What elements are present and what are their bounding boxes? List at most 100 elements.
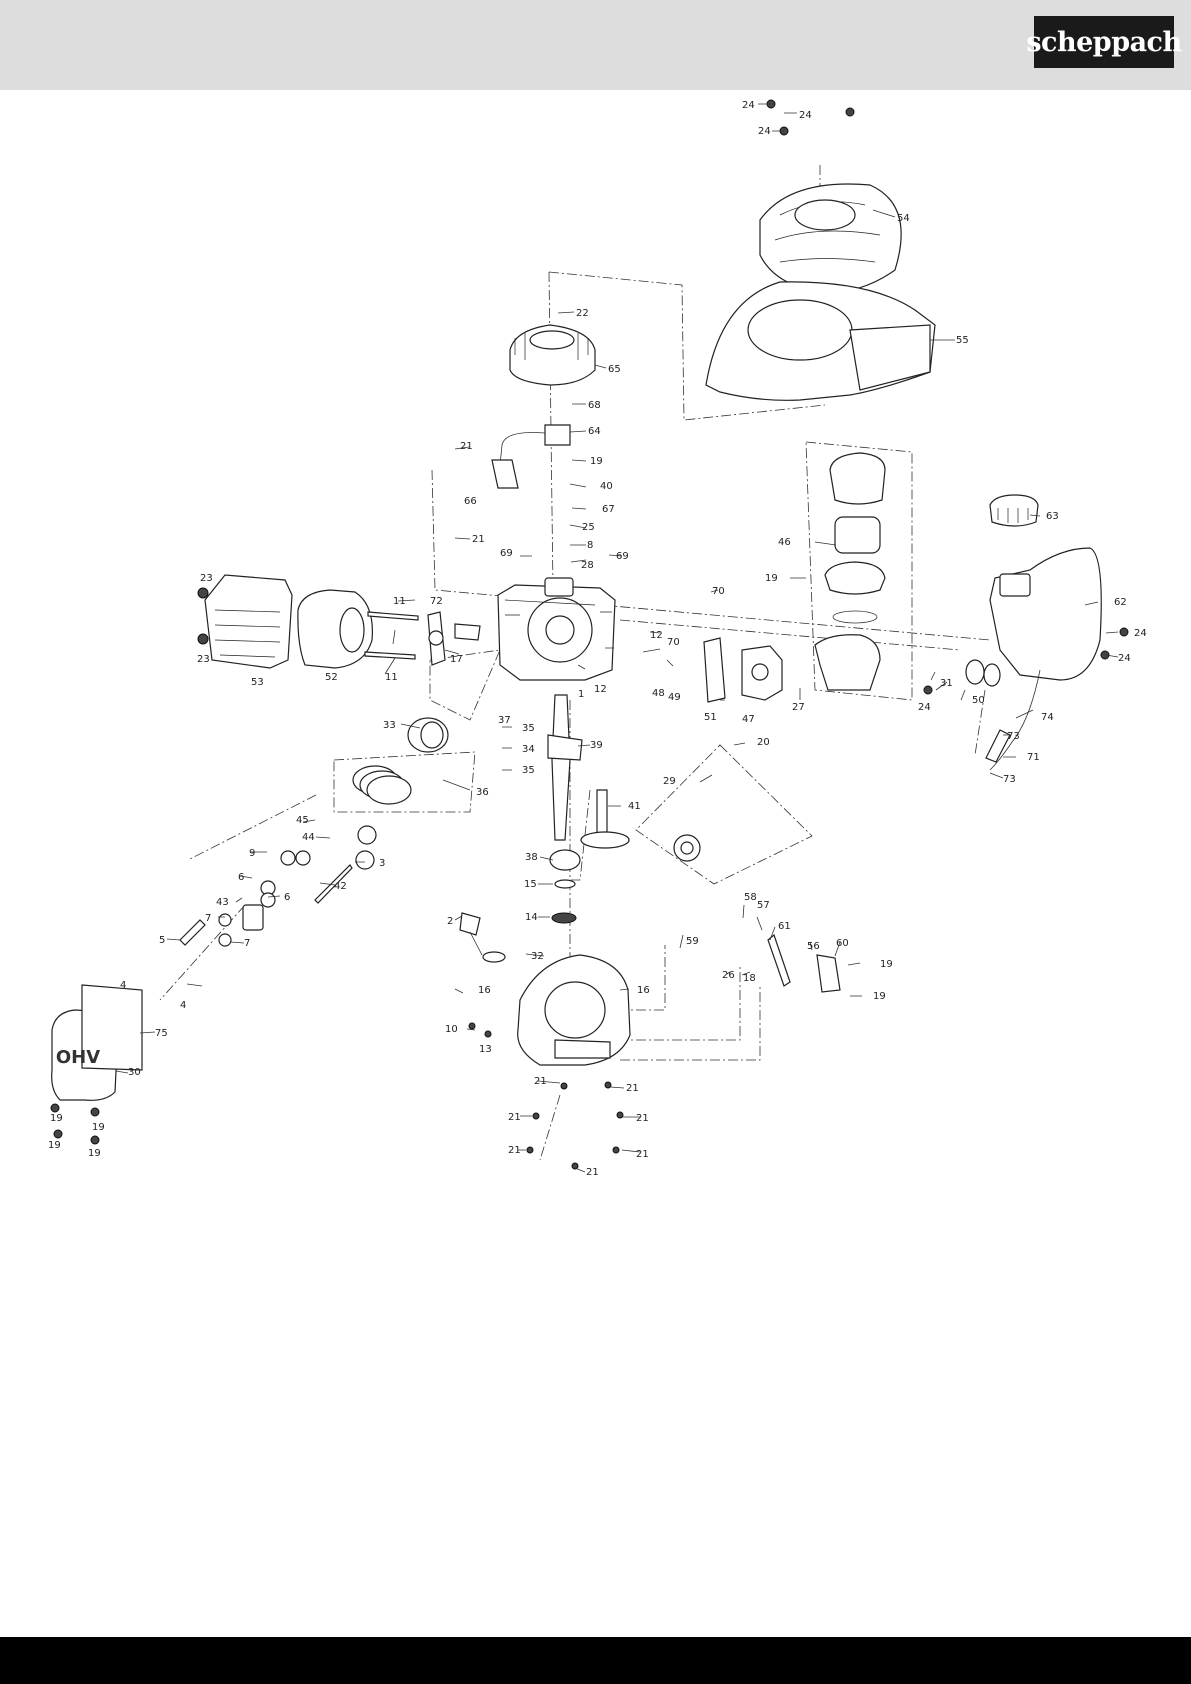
leader-lines bbox=[115, 103, 1119, 1173]
label-73: 73 bbox=[1003, 774, 1016, 785]
label-26: 26 bbox=[722, 970, 735, 981]
ignition-coil-shape bbox=[544, 424, 571, 446]
label-37: 37 bbox=[498, 715, 511, 726]
label-55: 55 bbox=[956, 335, 969, 346]
label-70: 70 bbox=[712, 586, 725, 597]
label-21: 21 bbox=[508, 1145, 521, 1156]
page-header: scheppach bbox=[0, 0, 1191, 90]
label-50: 50 bbox=[972, 695, 985, 706]
label-59: 59 bbox=[686, 936, 699, 947]
label-65: 65 bbox=[608, 364, 621, 375]
label-19: 19 bbox=[873, 991, 886, 1002]
label-19: 19 bbox=[88, 1148, 101, 1159]
label-70: 70 bbox=[667, 637, 680, 648]
label-75: 75 bbox=[155, 1028, 168, 1039]
label-4: 4 bbox=[120, 980, 126, 991]
label-56: 56 bbox=[807, 941, 820, 952]
label-19: 19 bbox=[48, 1140, 61, 1151]
label-24: 24 bbox=[1118, 653, 1131, 664]
label-2: 2 bbox=[447, 916, 453, 927]
label-19: 19 bbox=[880, 959, 893, 970]
fuel-cap-shape bbox=[989, 494, 1039, 527]
label-61: 61 bbox=[778, 921, 791, 932]
label-22: 22 bbox=[576, 308, 589, 319]
crankshaft-shape bbox=[551, 694, 571, 841]
label-28: 28 bbox=[581, 560, 594, 571]
label-21: 21 bbox=[534, 1076, 547, 1087]
label-16: 16 bbox=[478, 985, 491, 996]
label-6: 6 bbox=[238, 872, 244, 883]
label-42: 42 bbox=[334, 881, 347, 892]
label-62: 62 bbox=[1114, 597, 1127, 608]
part-number-labels: 24 24 24 54 55 22 65 68 64 21 19 40 66 6… bbox=[48, 100, 1147, 1178]
label-47: 47 bbox=[742, 714, 755, 725]
label-21: 21 bbox=[472, 534, 485, 545]
ohv-emblem-text: OHV bbox=[56, 1047, 100, 1068]
fuel-tank-shape bbox=[989, 547, 1102, 681]
label-24: 24 bbox=[742, 100, 755, 111]
label-34: 34 bbox=[522, 744, 535, 755]
page-footer-bar bbox=[0, 1637, 1191, 1684]
label-66: 66 bbox=[464, 496, 477, 507]
label-21: 21 bbox=[460, 441, 473, 452]
label-23: 23 bbox=[200, 573, 213, 584]
label-7: 7 bbox=[205, 913, 211, 924]
small-fasteners bbox=[50, 99, 1129, 1170]
label-21: 21 bbox=[586, 1167, 599, 1178]
label-36: 36 bbox=[476, 787, 489, 798]
label-16: 16 bbox=[637, 985, 650, 996]
label-64: 64 bbox=[588, 426, 601, 437]
label-12: 12 bbox=[594, 684, 607, 695]
label-49: 49 bbox=[668, 692, 681, 703]
label-21: 21 bbox=[636, 1113, 649, 1124]
label-53: 53 bbox=[251, 677, 264, 688]
label-67: 67 bbox=[602, 504, 615, 515]
label-11: 11 bbox=[385, 672, 398, 683]
label-69: 69 bbox=[500, 548, 513, 559]
label-19: 19 bbox=[590, 456, 603, 467]
label-51: 51 bbox=[704, 712, 717, 723]
label-43: 43 bbox=[216, 897, 229, 908]
label-45: 45 bbox=[296, 815, 309, 826]
label-52: 52 bbox=[325, 672, 338, 683]
label-44: 44 bbox=[302, 832, 315, 843]
label-54: 54 bbox=[897, 213, 910, 224]
label-40: 40 bbox=[600, 481, 613, 492]
label-63: 63 bbox=[1046, 511, 1059, 522]
label-24: 24 bbox=[1134, 628, 1147, 639]
label-6: 6 bbox=[284, 892, 290, 903]
label-69: 69 bbox=[616, 551, 629, 562]
label-32: 32 bbox=[531, 951, 544, 962]
air-filter-cover-shape bbox=[829, 452, 886, 505]
brand-logo: scheppach bbox=[1026, 16, 1182, 68]
label-19: 19 bbox=[92, 1122, 105, 1133]
label-25: 25 bbox=[582, 522, 595, 533]
label-41: 41 bbox=[628, 801, 641, 812]
label-11: 11 bbox=[393, 596, 406, 607]
label-23: 23 bbox=[197, 654, 210, 665]
label-39: 39 bbox=[590, 740, 603, 751]
label-21: 21 bbox=[636, 1149, 649, 1160]
label-5: 5 bbox=[159, 935, 165, 946]
label-4: 4 bbox=[180, 1000, 186, 1011]
label-12: 12 bbox=[650, 630, 663, 641]
label-60: 60 bbox=[836, 938, 849, 949]
label-21: 21 bbox=[626, 1083, 639, 1094]
label-31: 31 bbox=[940, 678, 953, 689]
label-33: 33 bbox=[383, 720, 396, 731]
part-shapes: OHV bbox=[50, 99, 1129, 1170]
label-71: 71 bbox=[1027, 752, 1040, 763]
label-13: 13 bbox=[479, 1044, 492, 1055]
label-46: 46 bbox=[778, 537, 791, 548]
label-57: 57 bbox=[757, 900, 770, 911]
label-30: 30 bbox=[128, 1067, 141, 1078]
label-24: 24 bbox=[918, 702, 931, 713]
label-73: 73 bbox=[1007, 731, 1020, 742]
label-38: 38 bbox=[525, 852, 538, 863]
label-9: 9 bbox=[249, 848, 255, 859]
label-21: 21 bbox=[508, 1112, 521, 1123]
label-19: 19 bbox=[765, 573, 778, 584]
label-15: 15 bbox=[524, 879, 537, 890]
label-48: 48 bbox=[652, 688, 665, 699]
